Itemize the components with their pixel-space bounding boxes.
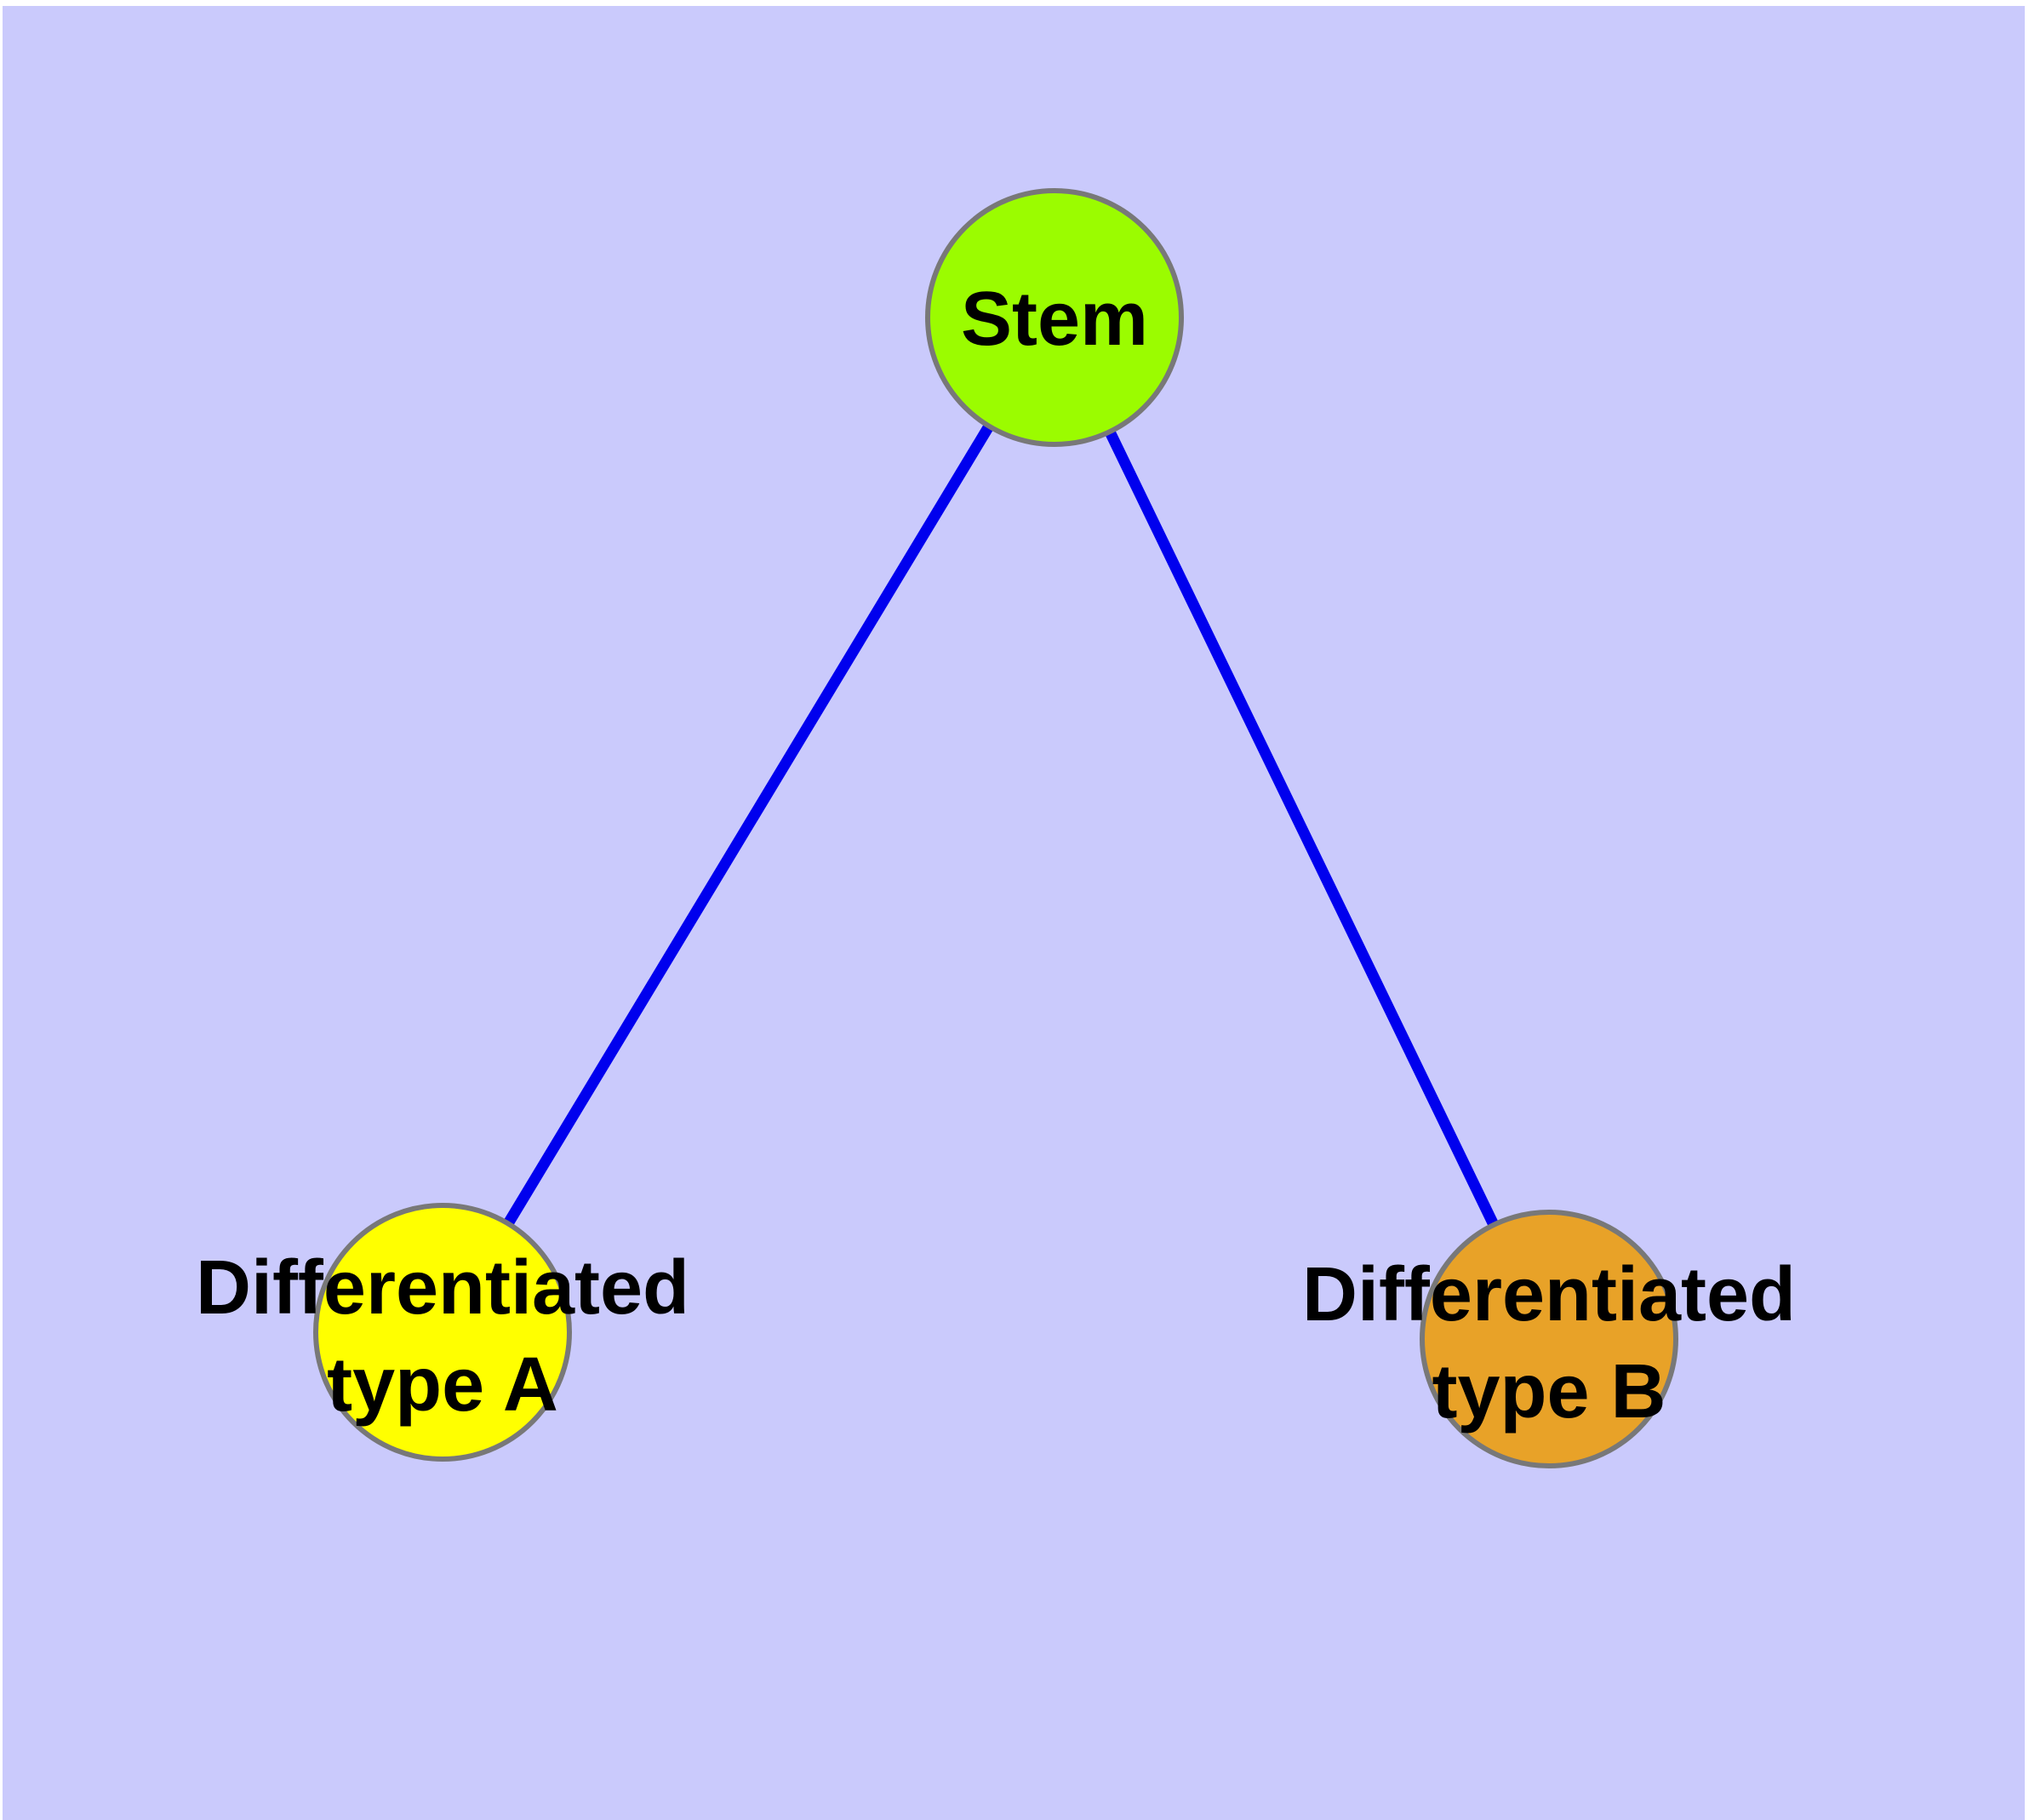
node-type-a-circle: [313, 1203, 572, 1462]
edge-stem-to-type-a: [437, 314, 1060, 1336]
node-stem-circle: [925, 188, 1184, 447]
node-stem-label: Stem: [961, 277, 1148, 362]
node-type-b-label-line2: type B: [1432, 1349, 1666, 1434]
node-stem: Stem: [925, 188, 1184, 447]
node-type-b-circle: [1420, 1210, 1678, 1468]
node-type-a-label-line1: Differentiated: [196, 1245, 689, 1331]
node-type-a-label-line2: type A: [327, 1342, 558, 1428]
node-differentiated-type-a: Differentiated type A: [196, 1203, 689, 1462]
edge-stem-to-type-b: [1049, 315, 1554, 1342]
node-type-b-label-line1: Differentiated: [1302, 1252, 1796, 1337]
node-differentiated-type-b: Differentiated type B: [1302, 1210, 1796, 1468]
